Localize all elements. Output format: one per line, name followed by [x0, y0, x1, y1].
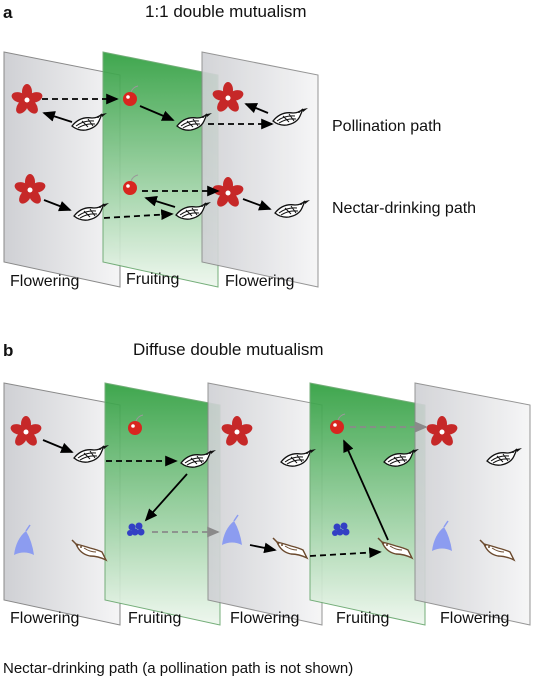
plane-b-flowering-3	[414, 382, 531, 626]
plane-label: Fruiting	[128, 610, 182, 627]
panel-b-letter: b	[3, 341, 14, 360]
plane-label: Fruiting	[336, 610, 390, 627]
nectar-drinking-path-label: Nectar-drinking path	[332, 200, 477, 217]
plane-label: Flowering	[10, 610, 80, 627]
plane-b-flowering-1	[3, 382, 121, 626]
panel-b-footnote: Nectar-drinking path (a pollination path…	[3, 660, 354, 677]
plane-label: Flowering	[225, 273, 295, 290]
panel-a-title: 1:1 double mutualism	[145, 2, 307, 21]
plane-label: Flowering	[230, 610, 300, 627]
panel-b-title: Diffuse double mutualism	[133, 340, 324, 359]
arrows-panel-a	[42, 93, 274, 221]
plane-label: Flowering	[440, 610, 510, 627]
plane-a-fruiting	[102, 51, 219, 288]
pollination-path-label: Pollination path	[332, 118, 442, 135]
plane-label: Flowering	[10, 273, 80, 290]
plane-label: Fruiting	[126, 271, 180, 288]
plane-a-flowering-2	[201, 51, 319, 288]
plane-b-fruiting-1	[104, 382, 221, 626]
plane-b-fruiting-2	[309, 382, 426, 626]
arrows-panel-b	[42, 421, 428, 559]
plane-b-flowering-2	[207, 382, 323, 626]
panel-a-letter: a	[3, 3, 13, 22]
